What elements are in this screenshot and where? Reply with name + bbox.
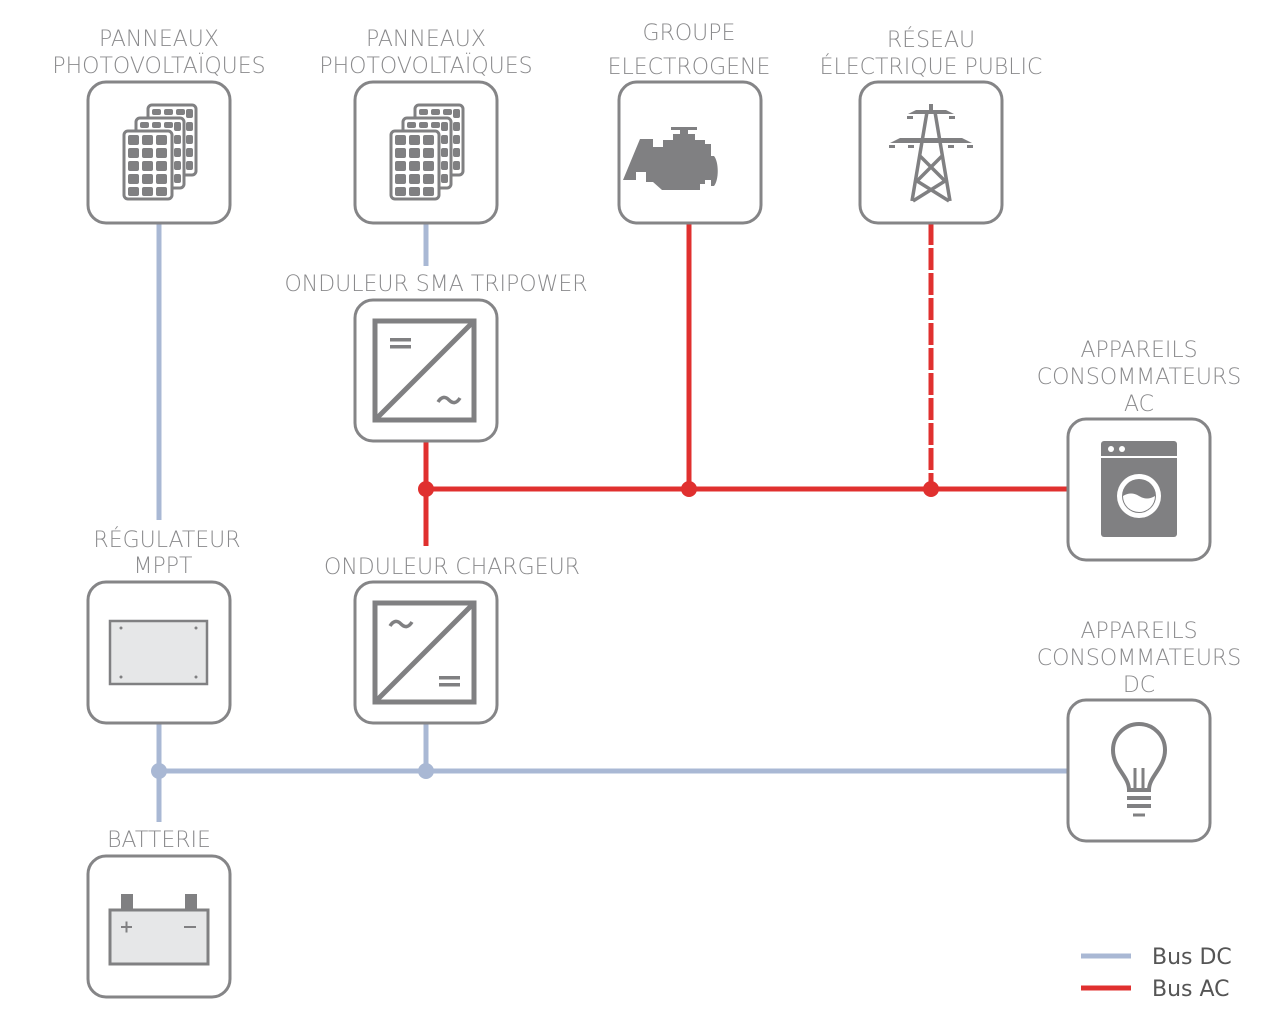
dc-junction [418,763,434,779]
ac-to-dc-inverter-icon [372,600,477,705]
pv2-node[interactable] [353,80,499,225]
legend-dc-label: Bus DC [1152,945,1232,970]
engine-icon [623,127,718,190]
battery-label: BATTERIE [107,828,211,853]
ac-junction [923,481,939,497]
power-pylon-icon [889,104,973,203]
battery-node[interactable] [86,854,232,999]
legend: Bus DC Bus AC [1081,945,1232,1002]
grid-node[interactable] [858,80,1004,225]
ac-bus-lines [418,223,1068,546]
ac-loads-node[interactable] [1066,417,1212,562]
ac-junction [681,481,697,497]
charge-controller-icon [108,619,209,686]
sma-inverter-node[interactable] [353,298,499,443]
charger-inverter-node[interactable] [353,580,499,725]
pv1-node[interactable] [86,80,232,225]
dc-junction [151,763,167,779]
dc-loads-node[interactable] [1066,698,1212,843]
mppt-node[interactable] [86,580,232,725]
charger-inverter-label: ONDULEUR CHARGEUR [324,555,580,580]
ac-junction [418,481,434,497]
battery-icon [108,894,210,966]
genset-node[interactable] [617,80,763,225]
dc-bus-lines [151,223,1068,822]
light-bulb-icon [1110,722,1168,817]
solar-panel-icon [389,103,465,201]
washing-machine-icon [1101,441,1177,537]
legend-ac-label: Bus AC [1152,977,1230,1002]
dc-to-ac-inverter-icon [372,318,477,423]
sma-inverter-label: ONDULEUR SMA TRIPOWER [284,272,587,297]
solar-panel-icon [122,103,198,201]
